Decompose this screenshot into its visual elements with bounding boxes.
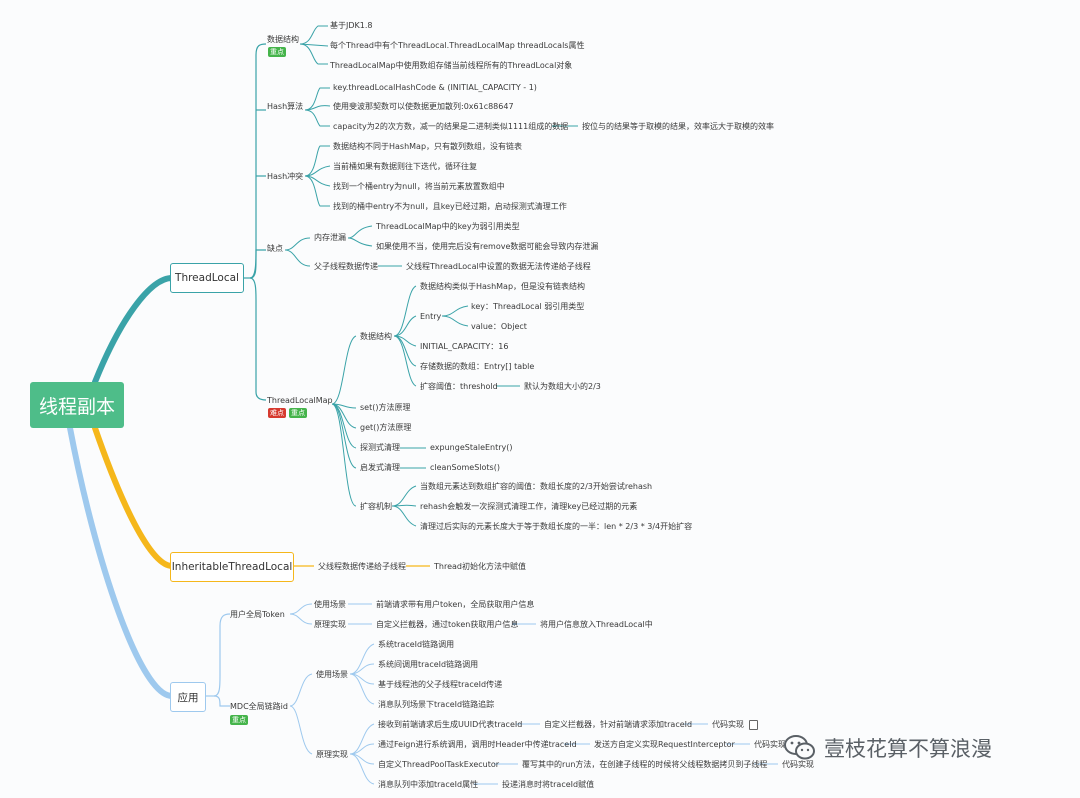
leaf-mdc-scene-4[interactable]: 消息队列场景下traceId链路追踪 (378, 700, 495, 709)
leaf-entry-table[interactable]: 存储数据的数组：Entry[] table (420, 362, 535, 371)
node-inheritable[interactable]: InheritableThreadLocal (170, 552, 294, 582)
node-threadlocalmap[interactable]: ThreadLocalMap (267, 396, 333, 405)
leaf-impl-3b[interactable]: 覆写其中的run方法，在创建子线程的时候将父线程数据拷贝到子线程 (522, 760, 768, 769)
leaf-like-hashmap[interactable]: 数据结构类似于HashMap，但是没有链表结构 (420, 282, 586, 291)
note-icon[interactable] (749, 720, 758, 730)
leaf-impl-1c[interactable]: 代码实现 (712, 720, 744, 729)
node-token-impl[interactable]: 原理实现 (314, 620, 346, 629)
node-user-token[interactable]: 用户全局Token (230, 610, 285, 619)
node-mdc-scene[interactable]: 使用场景 (316, 670, 348, 679)
node-hash-conflict[interactable]: Hash冲突 (267, 172, 304, 181)
leaf-jdk18[interactable]: 基于JDK1.8 (330, 21, 373, 30)
node-memory-leak[interactable]: 内存泄漏 (314, 233, 346, 242)
leaf-clean-slots[interactable]: cleanSomeSlots() (430, 463, 500, 472)
leaf-hash-formula[interactable]: key.threadLocalHashCode & (INITIAL_CAPAC… (333, 83, 537, 92)
leaf-mdc-scene-1[interactable]: 系统traceId链路调用 (378, 640, 455, 649)
leaf-impl-1a[interactable]: 接收到前端请求后生成UUID代表traceId (378, 720, 523, 729)
leaf-entry-value[interactable]: value：Object (471, 322, 527, 331)
badge-important: 重点 (268, 47, 286, 57)
leaf-initial-capacity[interactable]: INITIAL_CAPACITY：16 (420, 342, 509, 351)
leaf-token-impl[interactable]: 自定义拦截器，通过token获取用户信息 (376, 620, 519, 629)
leaf-token-store[interactable]: 将用户信息放入ThreadLocal中 (540, 620, 653, 629)
node-hash-algo[interactable]: Hash算法 (267, 102, 304, 111)
leaf-conflict-4[interactable]: 找到的桶中entry不为null，且key已经过期，启动探测式清理工作 (333, 202, 567, 211)
leaf-conflict-1[interactable]: 数据结构不同于HashMap，只有散列数组，没有链表 (333, 142, 523, 151)
leaf-inherit-pass[interactable]: 父线程数据传递给子线程 (318, 562, 406, 571)
root-node[interactable]: 线程副本 (30, 382, 124, 428)
leaf-impl-4b[interactable]: 投递消息时将traceId赋值 (502, 780, 595, 789)
leaf-bitwise[interactable]: 按位与的结果等于取模的结果，效率远大于取模的效率 (582, 122, 774, 131)
leaf-impl-4a[interactable]: 消息队列中添加traceId属性 (378, 780, 479, 789)
leaf-weak-ref[interactable]: ThreadLocalMap中的key为弱引用类型 (376, 222, 520, 231)
leaf-threshold-default[interactable]: 默认为数组大小的2/3 (524, 382, 601, 391)
leaf-conflict-2[interactable]: 当前桶如果有数据则往下迭代，循环往复 (333, 162, 477, 171)
node-data-structure[interactable]: 数据结构 (267, 35, 299, 44)
leaf-resize-2[interactable]: rehash会触发一次探测式清理工作，清理key已经过期的元素 (420, 502, 638, 511)
node-get-method[interactable]: get()方法原理 (360, 423, 412, 432)
leaf-conflict-3[interactable]: 找到一个桶entry为null，将当前元素放置数组中 (333, 182, 505, 191)
watermark-text: 壹枝花算不算浪漫 (824, 737, 992, 761)
leaf-inherit-init[interactable]: Thread初始化方法中赋值 (434, 562, 526, 571)
watermark: 壹枝花算不算浪漫 (784, 733, 992, 763)
leaf-impl-2b[interactable]: 发送方自定义实现RequestInterceptor (594, 740, 735, 749)
node-entry[interactable]: Entry (420, 312, 442, 321)
leaf-impl-1b[interactable]: 自定义拦截器，针对前端请求添加traceId (544, 720, 693, 729)
node-resize[interactable]: 扩容机制 (360, 502, 392, 511)
leaf-impl-2c[interactable]: 代码实现 (754, 740, 786, 749)
badge-important: 重点 (289, 408, 307, 418)
node-drawbacks[interactable]: 缺点 (267, 244, 283, 253)
node-heuristic-cleanup[interactable]: 启发式清理 (360, 463, 400, 472)
badge-important: 重点 (230, 715, 248, 725)
node-set-method[interactable]: set()方法原理 (360, 403, 411, 412)
leaf-impl-3a[interactable]: 自定义ThreadPoolTaskExecutor (378, 760, 500, 769)
leaf-expunge[interactable]: expungeStaleEntry() (430, 443, 513, 452)
node-threadlocal[interactable]: ThreadLocal (170, 263, 244, 293)
leaf-resize-3[interactable]: 清理过后实际的元素长度大于等于数组长度的一半：len * 2/3 * 3/4开始… (420, 522, 693, 531)
leaf-mdc-scene-2[interactable]: 系统间调用traceId链路调用 (378, 660, 479, 669)
leaf-impl-2a[interactable]: 通过Feign进行系统调用，调用时Header中传递traceId (378, 740, 577, 749)
leaf-no-inherit[interactable]: 父线程ThreadLocal中设置的数据无法传递给子线程 (406, 262, 591, 271)
leaf-fibonacci[interactable]: 使用斐波那契数可以使数据更加散列:0x61c88647 (333, 102, 514, 111)
node-mdc[interactable]: MDC全局链路id (230, 702, 288, 711)
node-mdc-impl[interactable]: 原理实现 (316, 750, 348, 759)
badge-difficult: 难点 (268, 408, 286, 418)
node-parent-child[interactable]: 父子线程数据传递 (314, 262, 378, 271)
leaf-remove[interactable]: 如果使用不当，使用完后没有remove数据可能会导致内存泄漏 (376, 242, 599, 251)
leaf-map-array[interactable]: ThreadLocalMap中使用数组存储当前线程所有的ThreadLocal对… (330, 61, 573, 70)
node-threshold[interactable]: 扩容阈值：threshold (420, 382, 498, 391)
leaf-thread-attr[interactable]: 每个Thread中有个ThreadLocal.ThreadLocalMap th… (330, 41, 585, 50)
wechat-icon (784, 735, 815, 760)
leaf-entry-key[interactable]: key：ThreadLocal 弱引用类型 (471, 302, 585, 311)
leaf-resize-1[interactable]: 当数组元素达到数组扩容的阈值：数组长度的2/3开始尝试rehash (420, 482, 653, 491)
node-probe-cleanup[interactable]: 探测式清理 (360, 443, 400, 452)
leaf-impl-3c[interactable]: 代码实现 (782, 760, 814, 769)
leaf-token-scene[interactable]: 前端请求带有用户token，全局获取用户信息 (376, 600, 535, 609)
leaf-capacity[interactable]: capacity为2的次方数，减一的结果是二进制类似1111组成的数据 (333, 122, 569, 131)
leaf-mdc-scene-3[interactable]: 基于线程池的父子线程traceId传递 (378, 680, 503, 689)
node-token-scene[interactable]: 使用场景 (314, 600, 346, 609)
node-map-structure[interactable]: 数据结构 (360, 332, 392, 341)
node-application[interactable]: 应用 (170, 682, 206, 712)
